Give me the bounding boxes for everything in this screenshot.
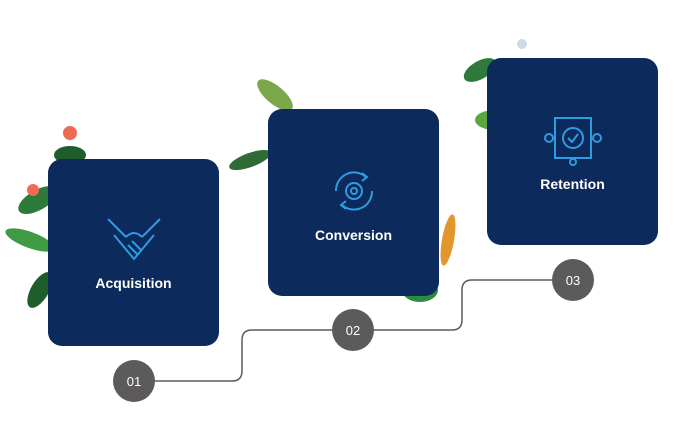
- step-number-01: 01: [113, 360, 155, 402]
- handshake-icon: [106, 217, 161, 261]
- step-card-acquisition: Acquisition: [48, 159, 219, 346]
- step-label: Acquisition: [95, 274, 172, 291]
- step-label: Conversion: [314, 226, 392, 243]
- step-card-retention: Retention: [487, 58, 658, 245]
- step-label: Retention: [540, 175, 605, 192]
- conversion-cycle-icon: [334, 170, 373, 211]
- connector-line: [155, 279, 552, 382]
- retention-badge-icon: [543, 116, 602, 166]
- step-card-conversion: Conversion: [268, 109, 439, 296]
- step-number-02: 02: [332, 309, 374, 351]
- step-number-03: 03: [552, 259, 594, 301]
